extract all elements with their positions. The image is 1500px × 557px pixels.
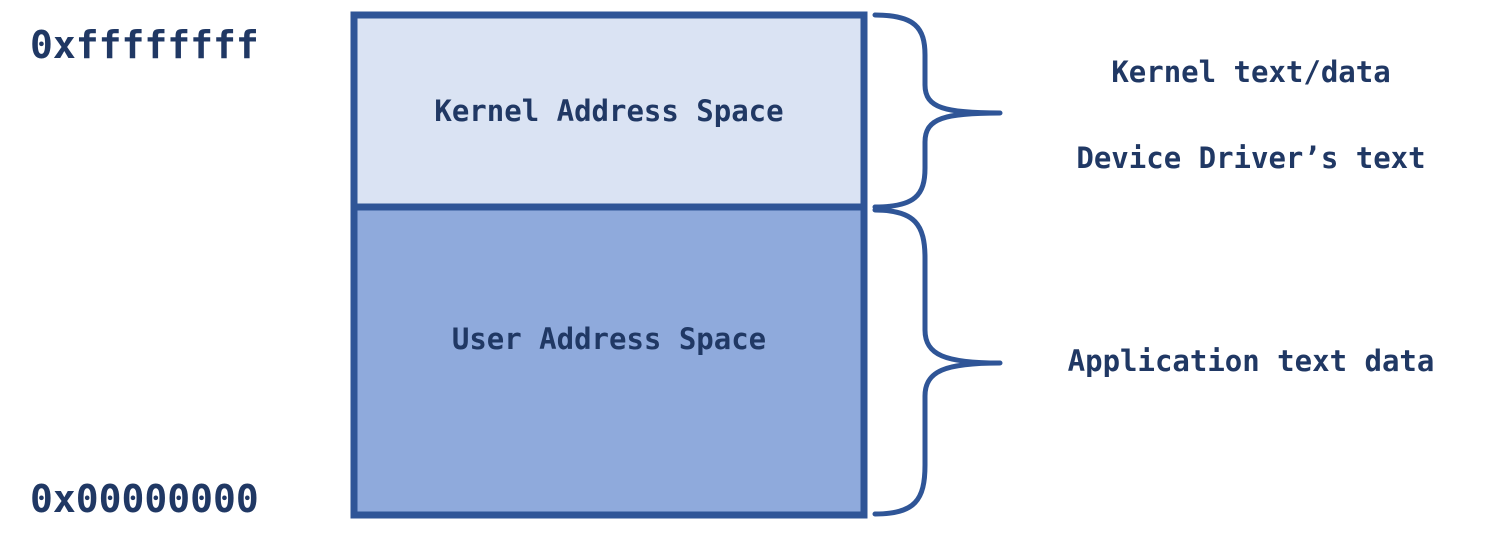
kernel-annotation-text-data: Kernel text/data bbox=[1111, 55, 1390, 89]
user-brace bbox=[872, 207, 1003, 517]
top-address-label: 0xffffffff bbox=[30, 23, 259, 67]
kernel-brace bbox=[872, 12, 1003, 210]
kernel-address-space-region bbox=[350, 11, 868, 211]
user-address-space-label: User Address Space bbox=[452, 322, 766, 356]
kernel-annotation-driver-text: Device Driver’s text bbox=[1076, 141, 1425, 175]
kernel-address-space-label: Kernel Address Space bbox=[434, 94, 783, 128]
user-annotation-application-text: Application text data bbox=[1068, 344, 1435, 378]
bottom-address-label: 0x00000000 bbox=[30, 477, 259, 521]
user-address-space-region bbox=[350, 203, 868, 519]
